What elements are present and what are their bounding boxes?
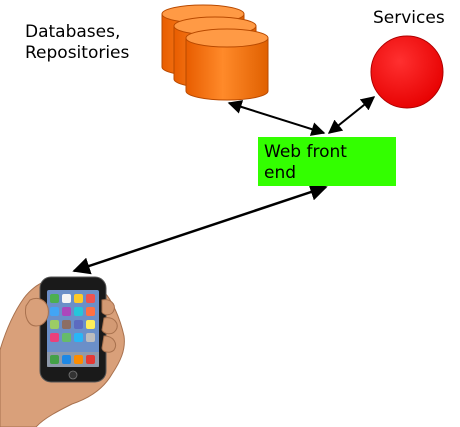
database-stack-icon (161, 4, 269, 101)
app-icons (47, 294, 99, 367)
databases-label: Databases, Repositories (25, 22, 130, 63)
service-circle-icon (370, 35, 444, 109)
arrow-web-device (72, 183, 328, 275)
arrow-service-web (327, 96, 376, 134)
hand-holding-phone-icon (0, 276, 125, 427)
database-cylinder-front (185, 28, 269, 101)
services-label: Services (373, 8, 445, 28)
arrow-db-web (227, 100, 326, 136)
web-front-end-label: Web front end (264, 142, 347, 183)
web-front-end-box: Web front end (258, 137, 396, 186)
